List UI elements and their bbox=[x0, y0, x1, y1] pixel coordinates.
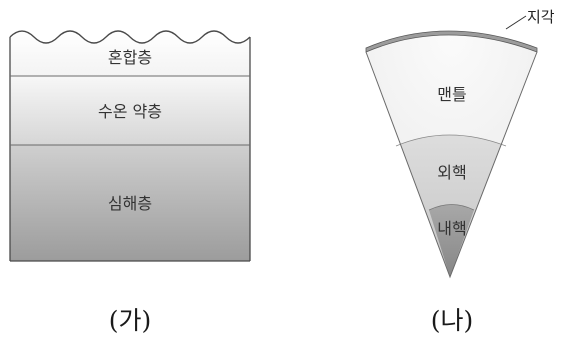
sea-surface-wave bbox=[9, 30, 251, 44]
crust-layer bbox=[365, 30, 538, 53]
crust-label: 지각 bbox=[527, 8, 555, 26]
outer-core-label: 외핵 bbox=[437, 163, 466, 182]
mantle-outer-core-boundary bbox=[395, 134, 507, 147]
crust-leader-line bbox=[505, 15, 527, 30]
mixed-layer-band bbox=[10, 31, 250, 76]
deep-layer-label: 심해층 bbox=[108, 194, 152, 213]
caption-right: (나) bbox=[431, 306, 474, 335]
mantle-label: 맨틀 bbox=[437, 85, 466, 104]
sector-edges bbox=[365, 51, 538, 279]
inner-core-label: 내핵 bbox=[437, 219, 466, 238]
inner-core-region bbox=[429, 204, 474, 277]
caption-left: (가) bbox=[109, 306, 152, 335]
earth-interior-diagram: 지각 맨틀 외핵 내핵 bbox=[365, 8, 555, 279]
thermocline-label: 수온 약층 bbox=[98, 102, 162, 121]
thermocline-band bbox=[10, 76, 250, 145]
deep-layer-band bbox=[10, 145, 250, 261]
mixed-layer-label: 혼합층 bbox=[108, 48, 152, 67]
ocean-layers-diagram: 혼합층 수온 약층 심해층 bbox=[9, 30, 251, 262]
outer-inner-core-boundary bbox=[428, 204, 475, 211]
